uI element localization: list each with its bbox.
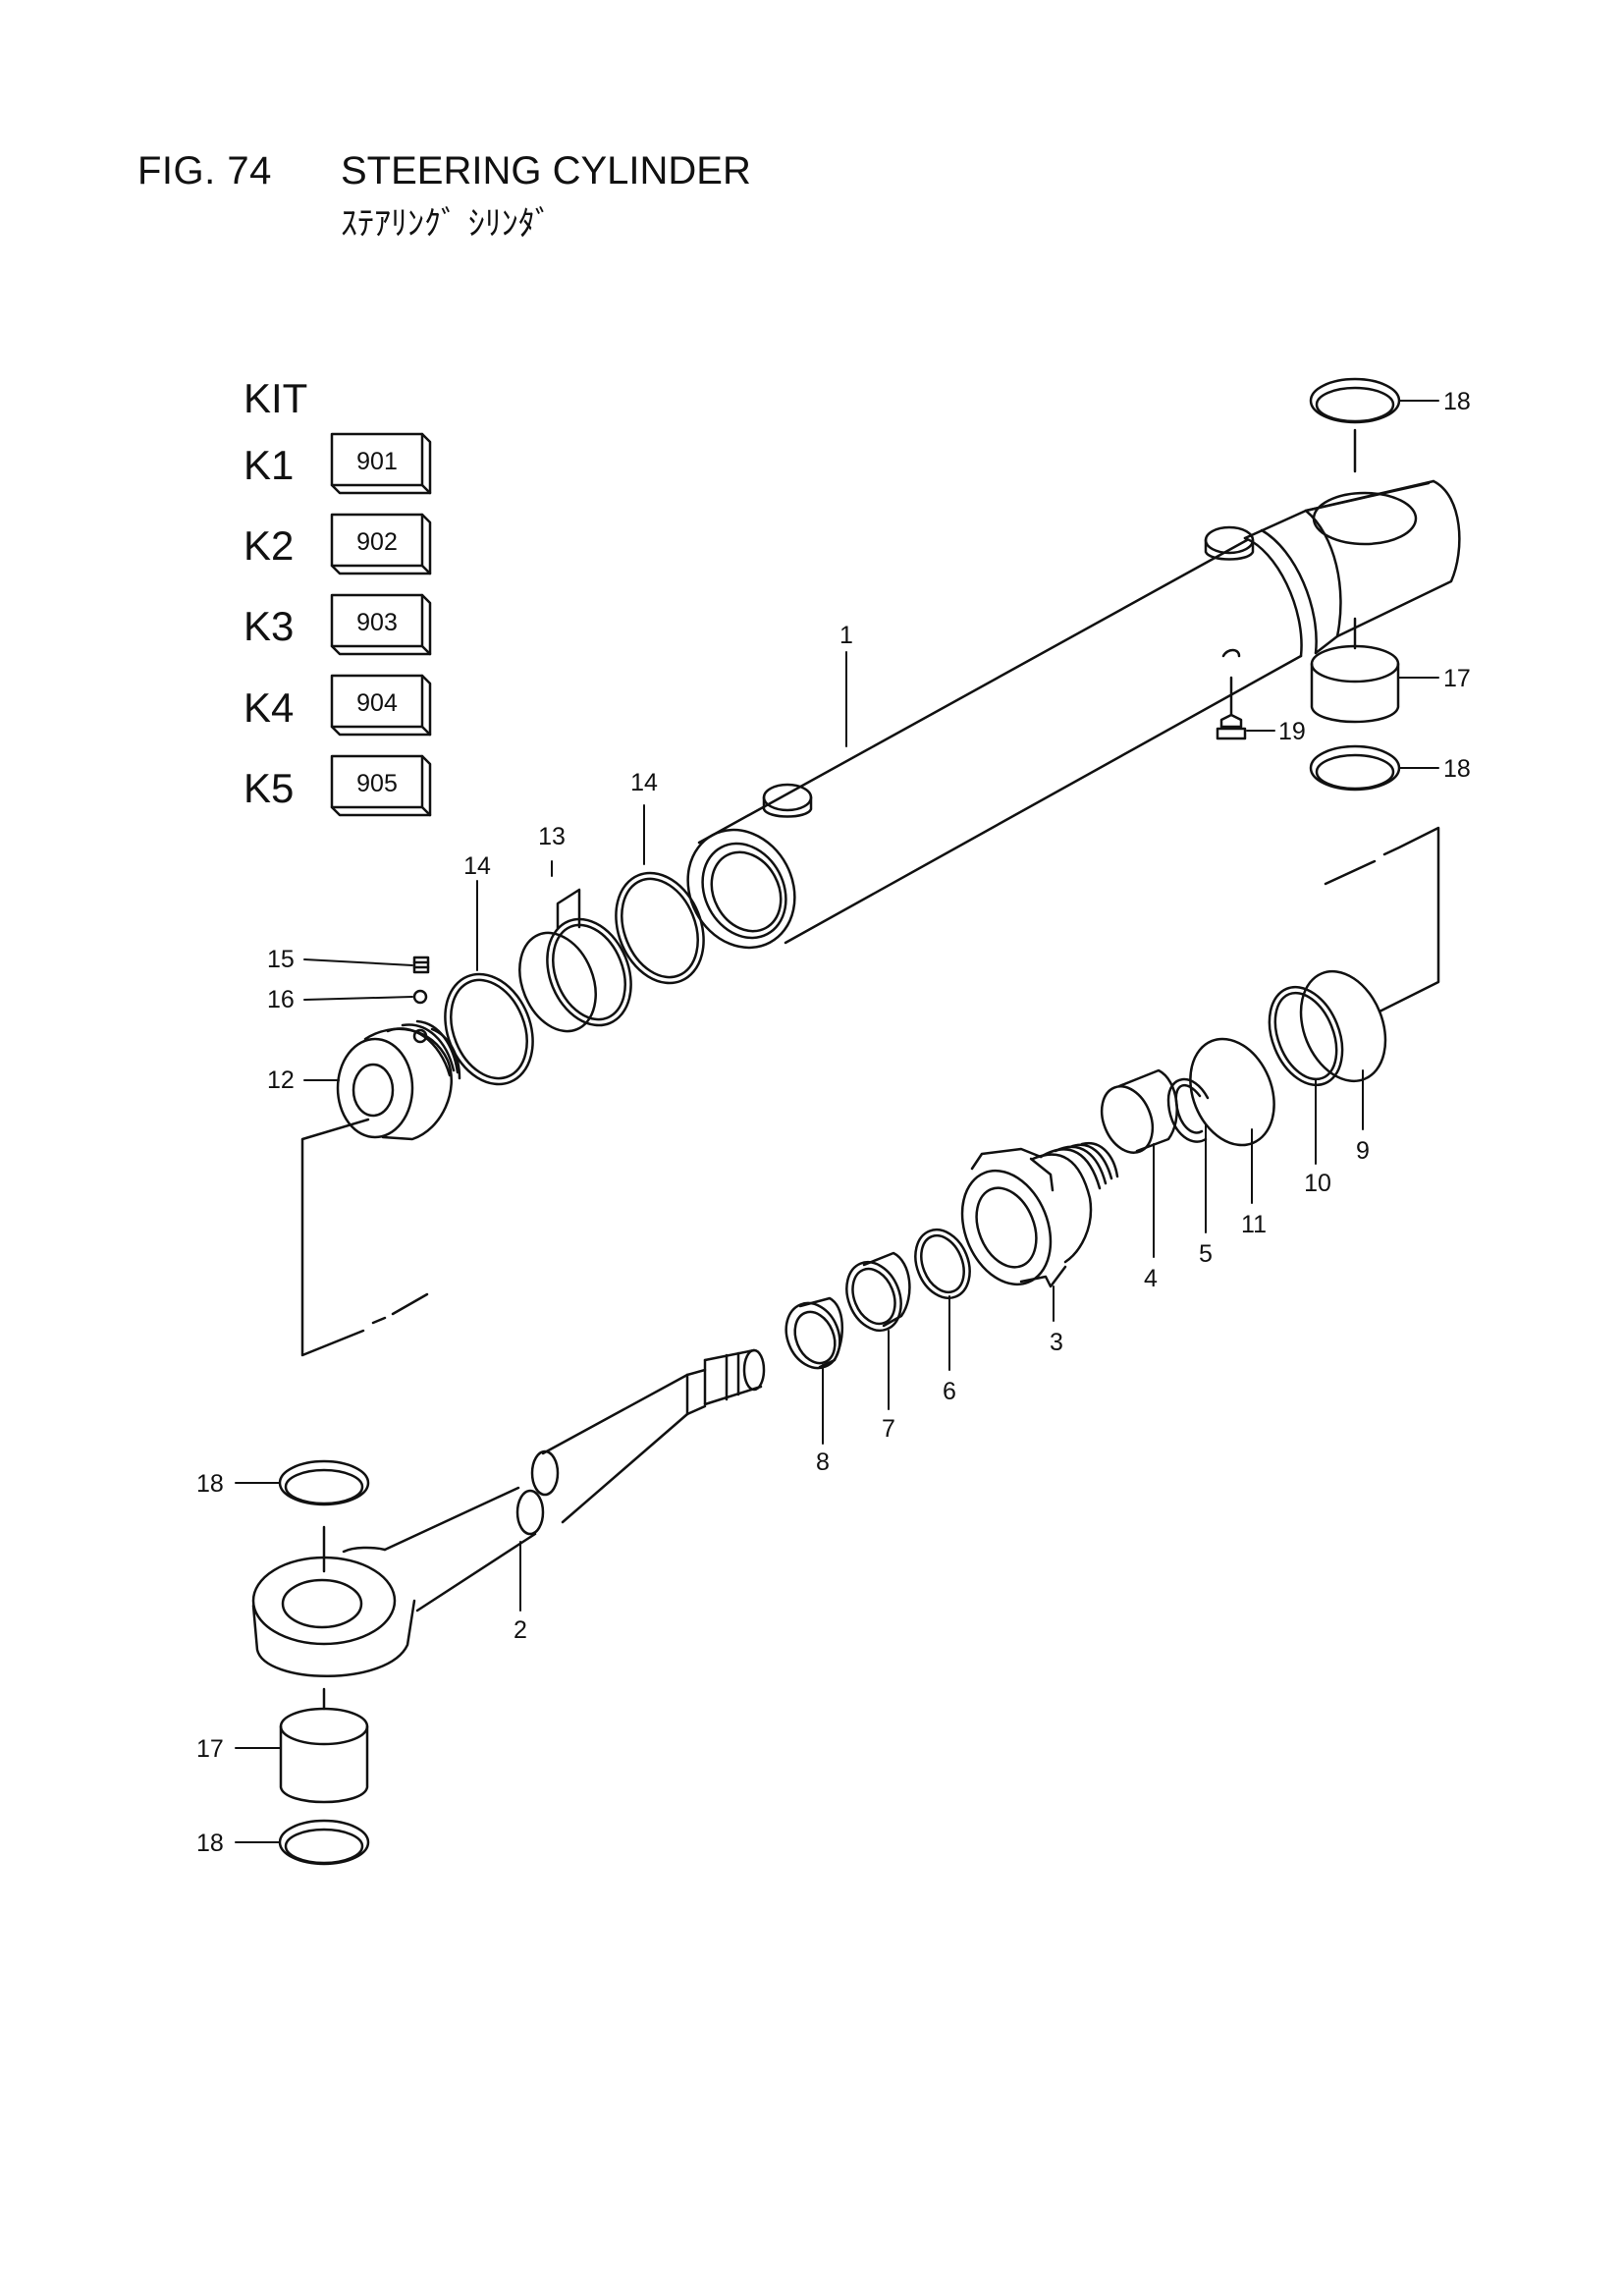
- ring-9: [1299, 969, 1387, 1083]
- callout-4: 4: [1144, 1265, 1158, 1292]
- kit-heading: KIT: [243, 375, 308, 421]
- leader-lines: [235, 400, 1439, 1843]
- assembly-guide-left: [300, 1118, 429, 1357]
- ring-11: [1189, 1037, 1275, 1147]
- ring-7: [845, 1251, 911, 1333]
- callout-10: 10: [1304, 1170, 1331, 1197]
- kit-label-k4: K4: [243, 684, 295, 731]
- callout-18-rod-upper: 18: [196, 1470, 224, 1498]
- figure-number: FIG. 74: [137, 149, 272, 192]
- callout-7: 7: [882, 1415, 895, 1443]
- callout-17-top: 17: [1443, 665, 1471, 692]
- kit-box-901: 901: [330, 432, 432, 495]
- callout-18-top: 18: [1443, 388, 1471, 415]
- gland-3: [960, 1141, 1119, 1288]
- figure-title: STEERING CYLINDER: [341, 149, 751, 192]
- kit-code-901: 901: [356, 448, 398, 475]
- callout-labels: 1 2 3 4 5 6 7 8 9 10 11 12 13 14 14 15 1…: [196, 388, 1471, 1857]
- callout-9: 9: [1356, 1137, 1370, 1165]
- ring-18-top: [1309, 377, 1401, 473]
- callout-16: 16: [267, 986, 295, 1013]
- callout-18-rod-lower: 18: [196, 1830, 224, 1857]
- callout-8: 8: [816, 1449, 830, 1476]
- kit-label-k2: K2: [243, 522, 295, 569]
- kit-code-904: 904: [356, 689, 398, 717]
- callout-13: 13: [538, 823, 566, 850]
- kit-box-903: 903: [330, 593, 432, 656]
- callout-14-right: 14: [630, 769, 658, 796]
- ring-10: [1268, 985, 1344, 1087]
- bushing-4: [1100, 1068, 1178, 1154]
- piston-seal-13: [518, 888, 632, 1033]
- callout-12: 12: [267, 1066, 295, 1094]
- kit-label-k5: K5: [243, 765, 295, 811]
- kit-box-905: 905: [330, 754, 432, 817]
- callout-17-rod: 17: [196, 1735, 224, 1763]
- kit-code-905: 905: [356, 770, 398, 797]
- ring-18-lower: [1309, 744, 1401, 792]
- callout-15: 15: [267, 946, 295, 973]
- cylinder-tube: [686, 479, 1461, 950]
- bushing-17-rod: [279, 1687, 369, 1804]
- kit-box-904: 904: [330, 674, 432, 737]
- callout-3: 3: [1050, 1329, 1063, 1356]
- piston-rod-2: [251, 1348, 766, 1677]
- ring-6: [914, 1228, 971, 1300]
- piston-12: [336, 956, 461, 1141]
- piston-ring-14-right: [615, 871, 705, 985]
- callout-11: 11: [1241, 1211, 1267, 1238]
- callout-14-left: 14: [463, 852, 491, 880]
- callout-1: 1: [839, 622, 853, 649]
- callout-6: 6: [943, 1378, 956, 1405]
- kit-label-k1: K1: [243, 442, 295, 488]
- callout-18-lower: 18: [1443, 755, 1471, 783]
- callout-2: 2: [514, 1616, 527, 1644]
- kit-box-902: 902: [330, 513, 432, 575]
- callout-19: 19: [1278, 718, 1306, 745]
- ring-18-rod-upper: [278, 1459, 370, 1506]
- ring-18-rod-lower: [278, 1819, 370, 1866]
- assembly-guide-right: [1324, 826, 1440, 1013]
- piston-ring-14-left: [444, 972, 534, 1086]
- figure-subtitle: ｽﾃｱﾘﾝｸﾞ ｼﾘﾝﾀﾞ: [341, 204, 552, 244]
- callout-5: 5: [1199, 1240, 1213, 1268]
- kit-code-903: 903: [356, 609, 398, 636]
- bushing-17-top: [1310, 617, 1400, 724]
- kit-label-k3: K3: [243, 603, 295, 649]
- kit-code-902: 902: [356, 528, 398, 556]
- ring-8: [784, 1296, 844, 1370]
- grease-nipple-19: [1216, 648, 1247, 740]
